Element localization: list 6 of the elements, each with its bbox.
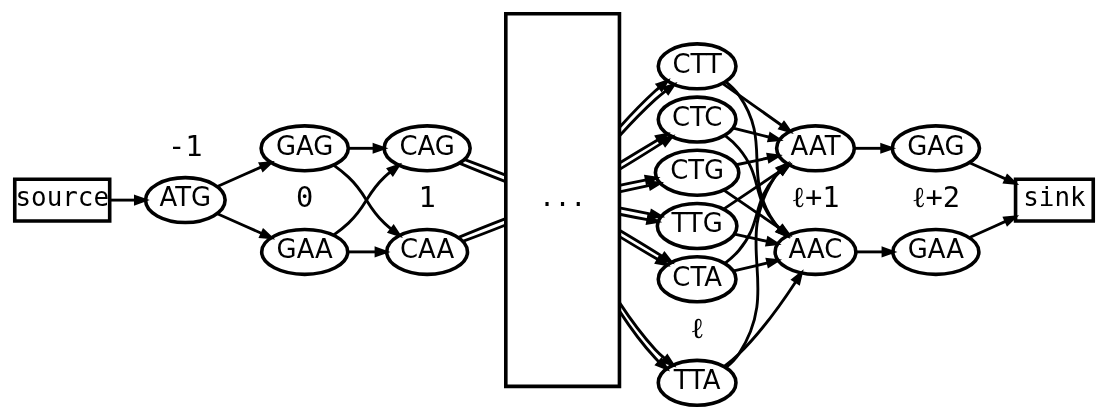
label: 0 [296,180,314,215]
label: ℓ+1 [791,180,840,215]
label: -1 [168,128,203,163]
label: ℓ+2 [911,180,961,215]
label: 1 [418,180,436,215]
label: ℓ [690,311,705,346]
